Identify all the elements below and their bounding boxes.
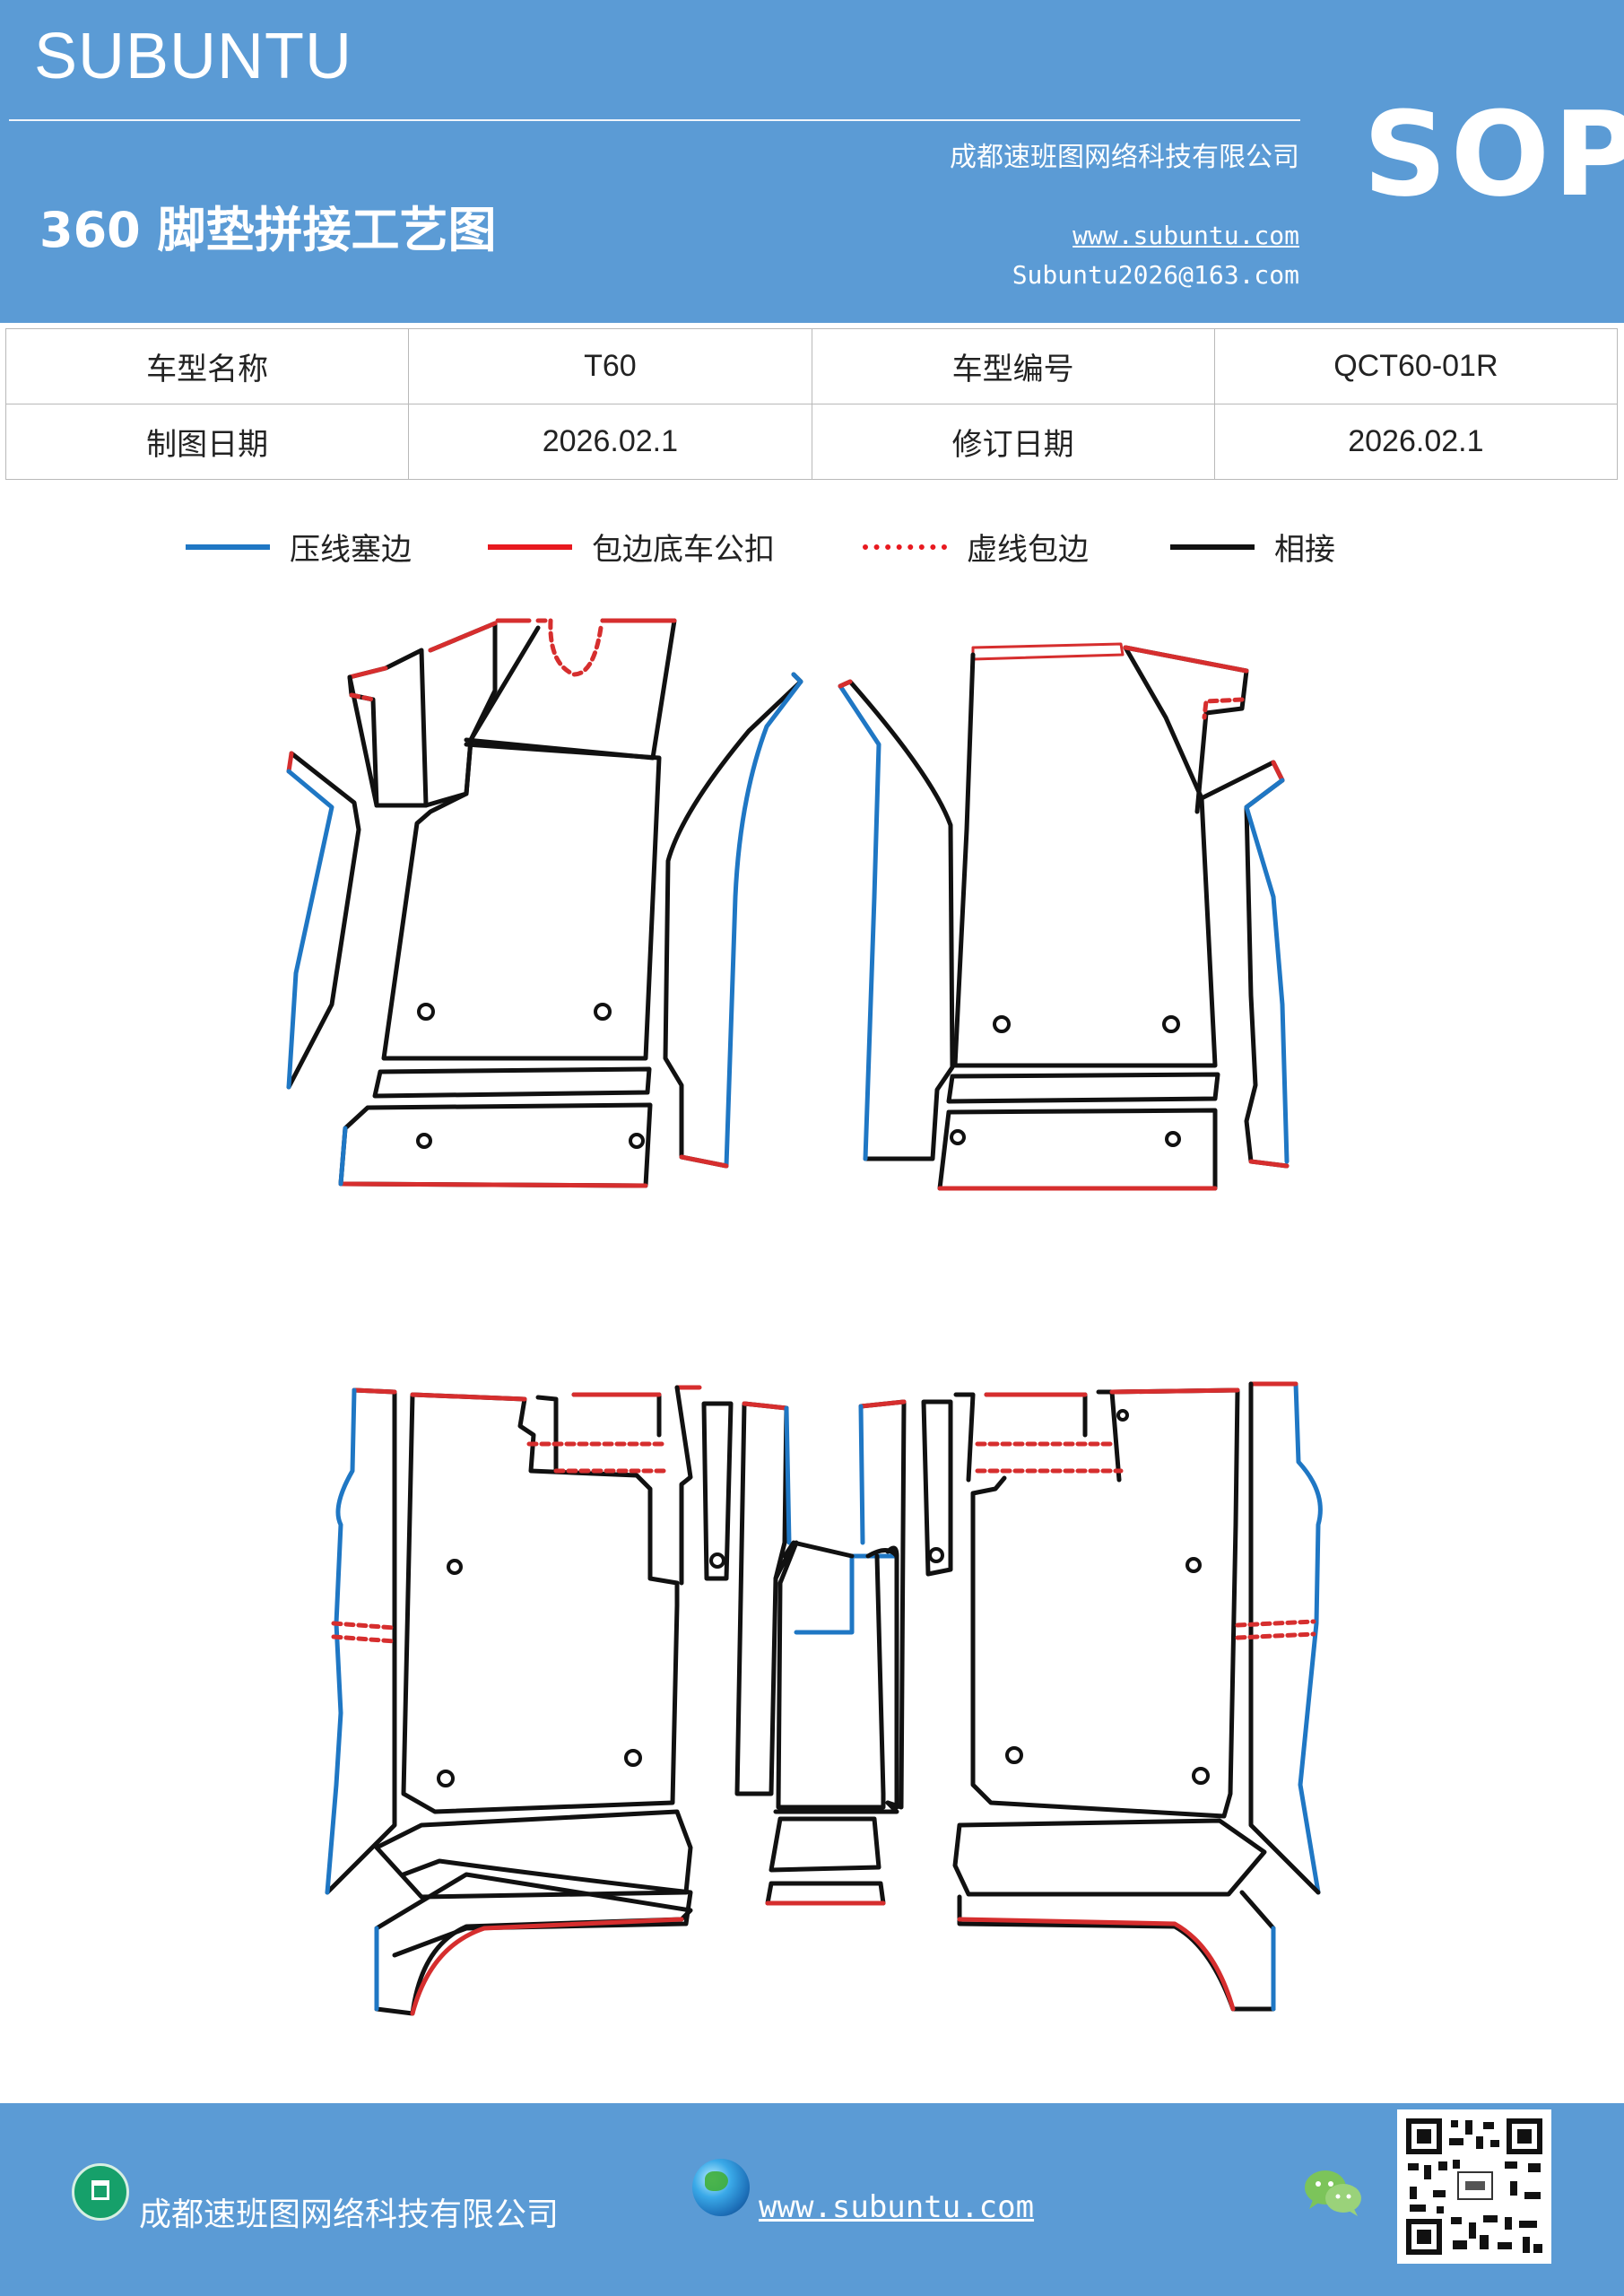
legend-item-joined: 相接 bbox=[1170, 525, 1335, 569]
table-row: 制图日期 2026.02.1 修订日期 2026.02.1 bbox=[4, 404, 1619, 480]
company-name: 成都速班图网络科技有限公司 bbox=[950, 142, 1299, 173]
draw-date-value: 2026.02.1 bbox=[408, 404, 812, 480]
vehicle-info-table: 车型名称 T60 车型编号 QCT60-01R 制图日期 2026.02.1 修… bbox=[4, 328, 1619, 480]
model-code-value: QCT60-01R bbox=[1213, 328, 1619, 404]
website-link[interactable]: www.subuntu.com bbox=[1073, 221, 1299, 250]
globe-icon bbox=[692, 2159, 750, 2216]
legend-item-press-line: 压线塞边 bbox=[186, 525, 412, 569]
model-name-value: T60 bbox=[408, 328, 812, 404]
model-code-label: 车型编号 bbox=[811, 328, 1215, 404]
legend-swatch bbox=[863, 544, 947, 550]
revision-date-value: 2026.02.1 bbox=[1213, 404, 1619, 480]
building-icon bbox=[72, 2163, 129, 2221]
floor-mat-diagram bbox=[286, 618, 1323, 2016]
brand-name: SUBUNTU bbox=[34, 21, 353, 92]
table-row: 车型名称 T60 车型编号 QCT60-01R bbox=[4, 328, 1619, 404]
mat-group-front-left bbox=[286, 618, 803, 1188]
legend-swatch bbox=[186, 544, 270, 550]
header-divider bbox=[9, 119, 1300, 121]
footer-website-link[interactable]: www.subuntu.com bbox=[759, 2189, 1035, 2225]
model-name-label: 车型名称 bbox=[4, 328, 410, 404]
header-banner: SUBUNTU 成都速班图网络科技有限公司 360 脚垫拼接工艺图 www.su… bbox=[0, 0, 1624, 323]
legend-label: 压线塞边 bbox=[290, 532, 412, 568]
mat-group-rear-center bbox=[765, 1540, 899, 1906]
legend-swatch bbox=[488, 544, 572, 550]
legend-swatch bbox=[1170, 544, 1255, 550]
legend-item-dashed-wrap: 虚线包边 bbox=[863, 525, 1089, 569]
draw-date-label: 制图日期 bbox=[4, 404, 410, 480]
footer-company-name: 成都速班图网络科技有限公司 bbox=[139, 2196, 560, 2233]
revision-date-label: 修订日期 bbox=[811, 404, 1215, 480]
legend-label: 虚线包边 bbox=[967, 532, 1089, 568]
legend-label: 包边底车公扣 bbox=[592, 532, 775, 568]
legend-item-edge-wrap: 包边底车公扣 bbox=[488, 525, 775, 569]
email-address[interactable]: Subuntu2026@163.com bbox=[1012, 260, 1299, 290]
sop-badge: SOP bbox=[1363, 86, 1624, 222]
legend-label: 相接 bbox=[1274, 532, 1335, 568]
qr-code[interactable] bbox=[1397, 2109, 1551, 2264]
line-legend: 压线塞边 包边底车公扣 虚线包边 相接 bbox=[0, 525, 1624, 570]
footer-banner: 成都速班图网络科技有限公司 www.subuntu.com bbox=[0, 2103, 1624, 2296]
mat-group-rear-left bbox=[325, 1385, 792, 2016]
page-title: 360 脚垫拼接工艺图 bbox=[39, 202, 497, 258]
wechat-icon[interactable] bbox=[1302, 2166, 1365, 2220]
mat-group-rear-right bbox=[858, 1381, 1323, 2012]
mat-group-front-right bbox=[838, 642, 1290, 1191]
